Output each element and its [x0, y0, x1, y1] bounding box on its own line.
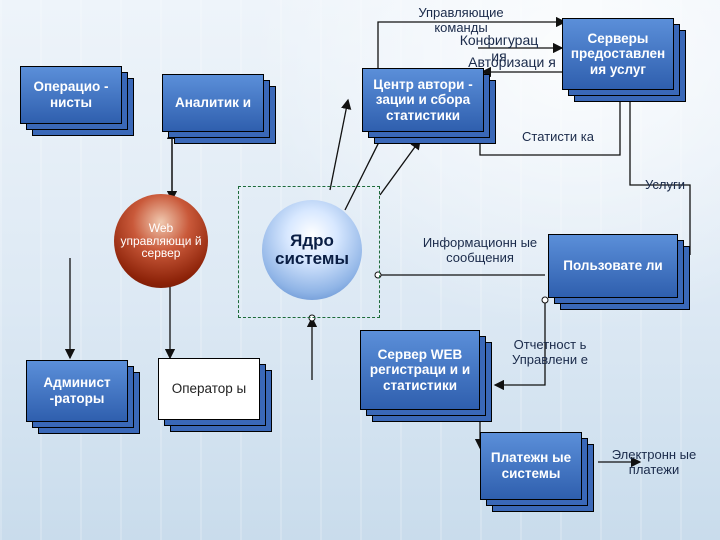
- web-server-label: Web управляющи й сервер: [120, 221, 202, 261]
- providers-box: Серверы предоставлен ия услуг: [562, 18, 674, 90]
- epayments-label: Электронн ые платежи: [611, 447, 697, 477]
- payment-stack[interactable]: Платежн ые системы: [480, 432, 604, 516]
- services-label: Услуги: [645, 177, 685, 192]
- info-messages-label: Информационн ые сообщения: [422, 235, 538, 265]
- core-to-center-3: [379, 138, 421, 196]
- opers-box: Оператор ы: [158, 358, 260, 420]
- admins-stack[interactable]: Админист -раторы: [26, 360, 148, 438]
- users-box: Пользовате ли: [548, 234, 678, 298]
- services-line: [629, 100, 691, 255]
- admins-box: Админист -раторы: [26, 360, 128, 422]
- auth-center-stack[interactable]: Центр автори - зации и сбора статистики: [362, 68, 502, 148]
- mgmt-report-label: Отчетност ь Управлени е: [512, 337, 588, 367]
- analysts-box: Аналитик и: [162, 74, 264, 132]
- web-server-orb[interactable]: Web управляющи й сервер: [114, 194, 208, 288]
- core-label: Ядро системы: [274, 231, 349, 268]
- analysts-stack[interactable]: Аналитик и: [162, 74, 282, 146]
- commands-label: Управляющие команды: [418, 5, 504, 35]
- reg-server-stack[interactable]: Сервер WEB регистраци и и статистики: [360, 330, 500, 426]
- opers-stack[interactable]: Оператор ы: [158, 358, 280, 436]
- users-stack[interactable]: Пользовате ли: [548, 234, 698, 318]
- providers-stack[interactable]: Серверы предоставлен ия услуг: [562, 18, 694, 106]
- auth-label: Авторизаци я: [468, 54, 556, 70]
- core-to-center-2: [329, 98, 352, 191]
- commands-arrow: [377, 16, 567, 80]
- users-to-reg: [493, 300, 546, 391]
- reg-server-box: Сервер WEB регистраци и и статистики: [360, 330, 480, 410]
- core-orb[interactable]: Ядро системы: [262, 200, 362, 300]
- core-frame: [238, 186, 380, 318]
- auth-center-box: Центр автори - зации и сбора статистики: [362, 68, 484, 132]
- operators-stack[interactable]: Операцио - нисты: [20, 66, 140, 138]
- payment-box: Платежн ые системы: [480, 432, 582, 500]
- config-label: Конфигурац ия: [459, 32, 539, 65]
- operators-box: Операцио - нисты: [20, 66, 122, 124]
- stats-label: Статисти ка: [522, 129, 594, 144]
